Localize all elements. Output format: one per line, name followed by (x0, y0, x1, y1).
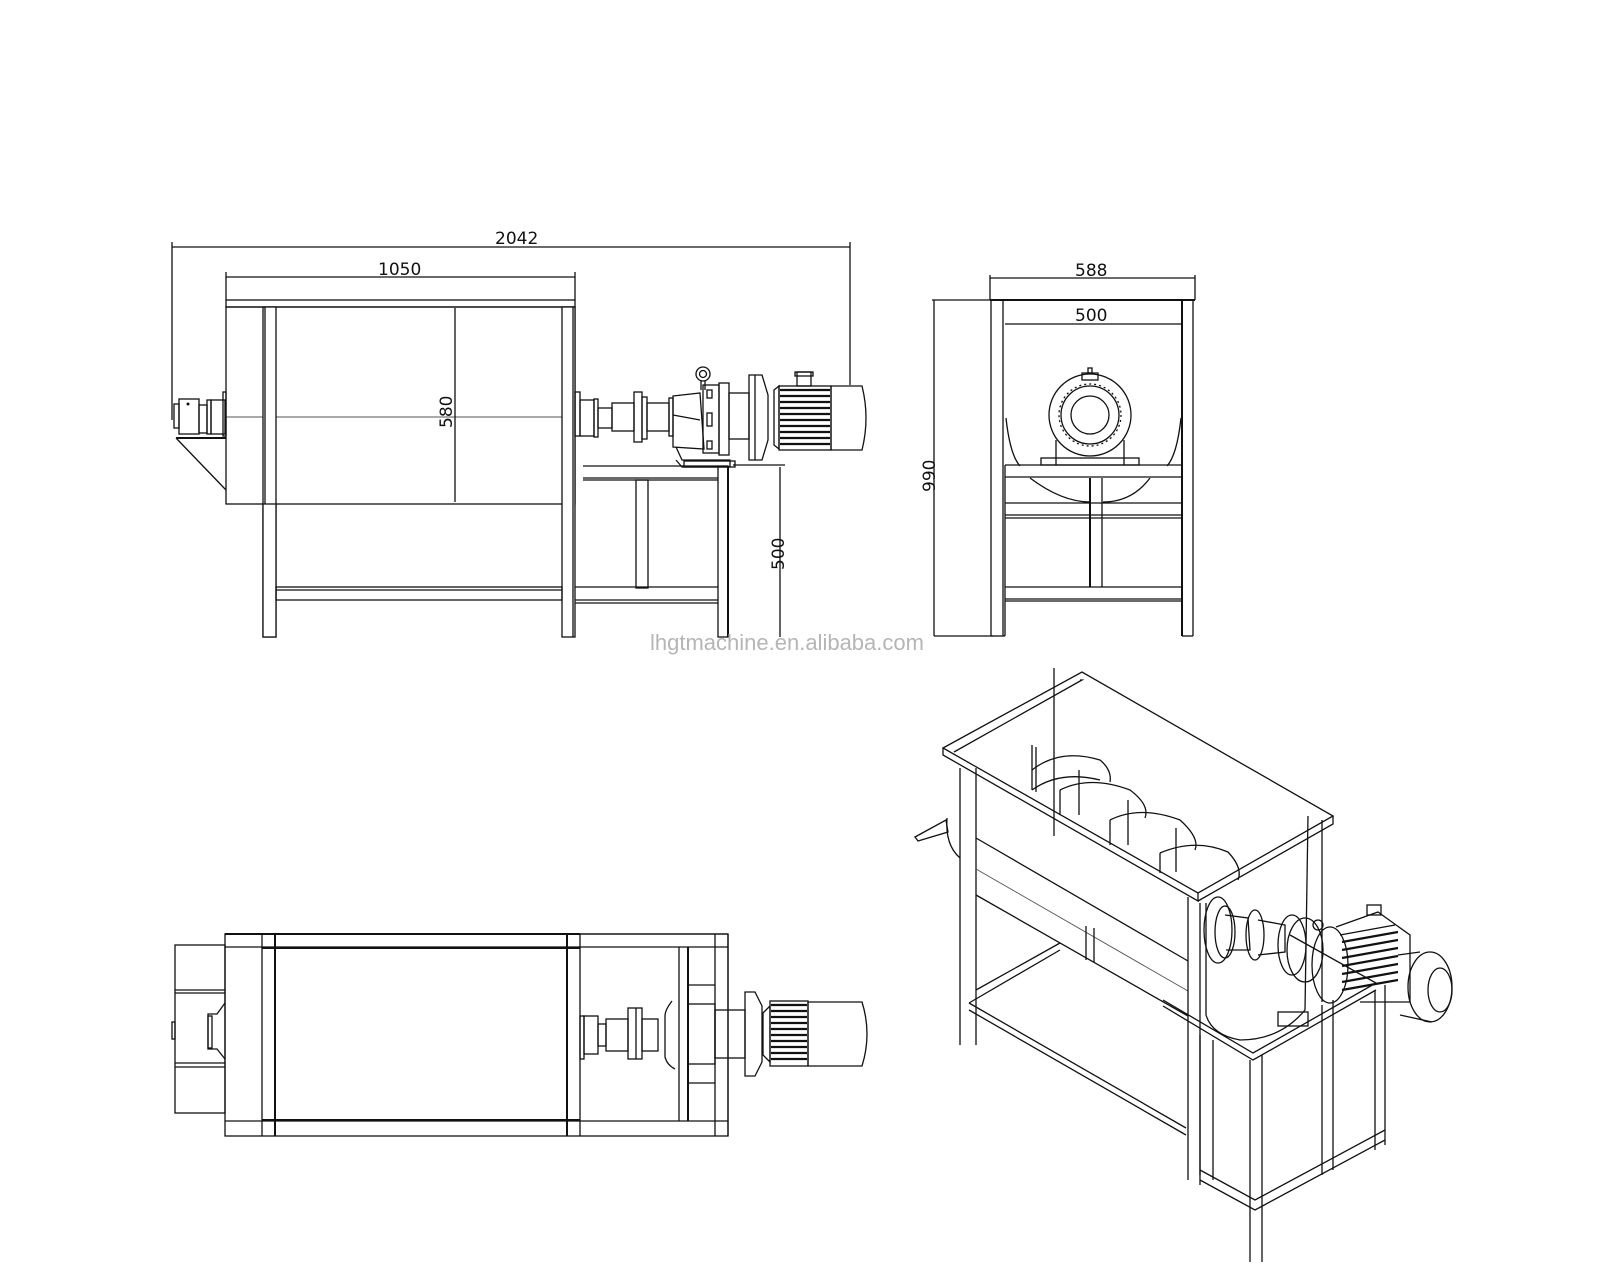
dim-990-label: 990 (920, 460, 940, 492)
iso-drive (1203, 896, 1453, 1027)
watermark-text: lhgtmachine.en.alibaba.com (650, 630, 924, 655)
side-view: 588 990 500 (920, 261, 1196, 637)
dim-1050-label: 1050 (378, 260, 421, 280)
dim-2042-label: 2042 (495, 229, 538, 249)
dimension-500-front: 500 (733, 464, 789, 637)
dimension-1050: 1050 (225, 260, 576, 300)
left-bearing (173, 391, 227, 491)
dim-500-side-label: 500 (1075, 306, 1107, 326)
front-view: 2042 1050 580 (171, 229, 867, 638)
dim-588-label: 588 (1075, 261, 1107, 281)
drive-train (574, 366, 867, 468)
screw-flights (1031, 745, 1240, 881)
motor-frame (575, 465, 729, 638)
dim-500-front-label: 500 (769, 538, 789, 570)
motor-end-view (1040, 367, 1140, 466)
dimension-2042: 2042 (171, 229, 851, 420)
top-view (171, 933, 868, 1137)
dim-580-label: 580 (437, 396, 457, 428)
isometric-view (914, 668, 1453, 1262)
